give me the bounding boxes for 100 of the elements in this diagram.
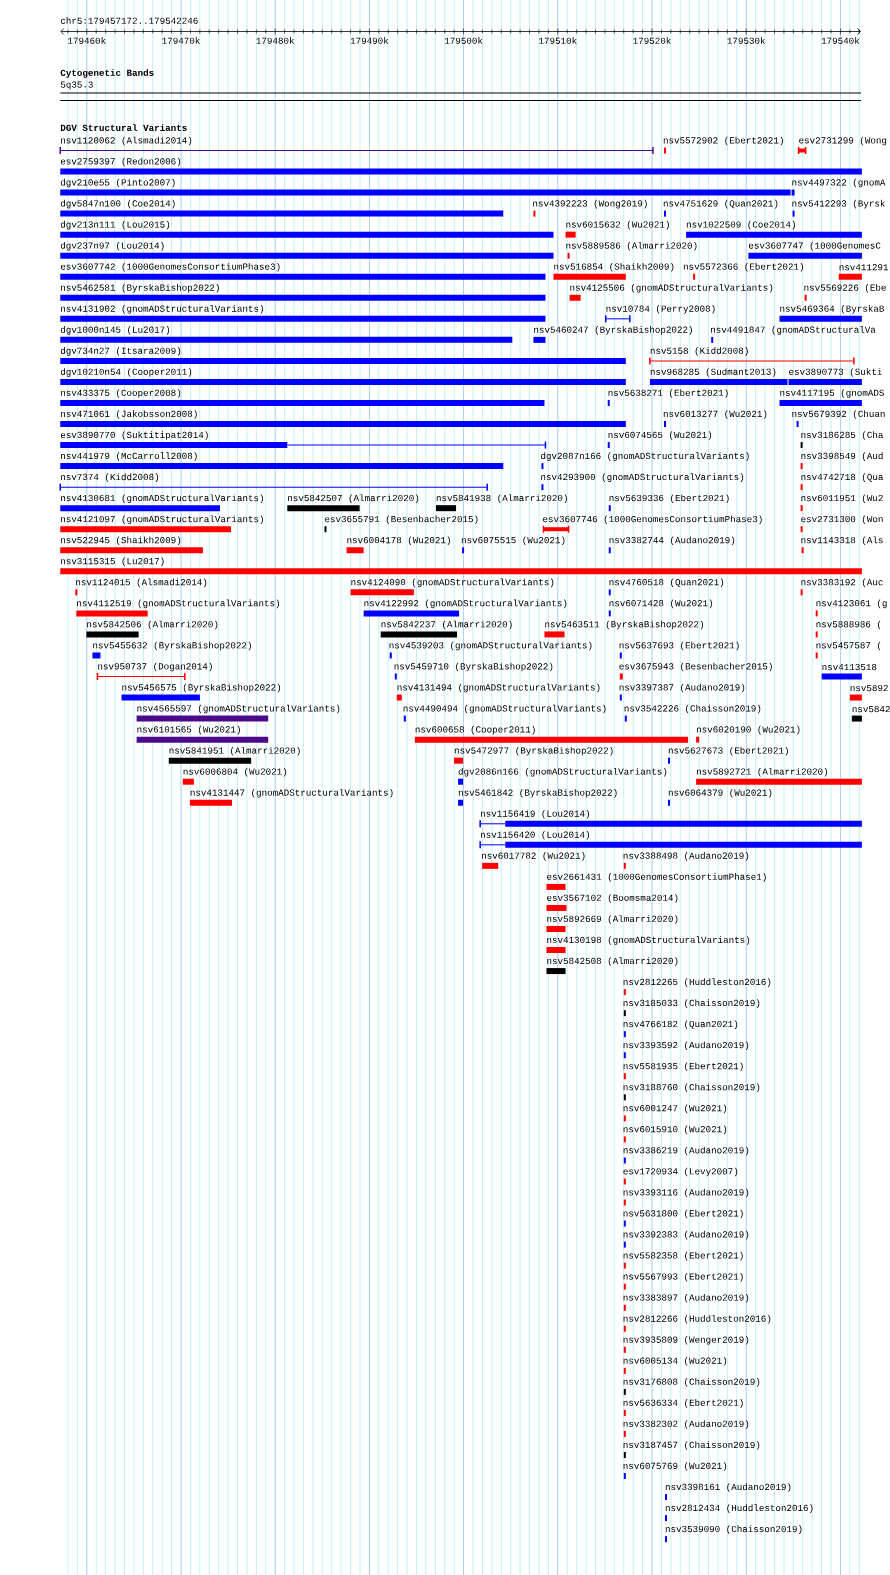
variant-feature: nsv3392383 (Audano2019) — [623, 1230, 749, 1248]
node-label: nsv5631800 (Ebert2021) — [623, 1209, 743, 1219]
variant-feature: nsv5461842 (ByrskaBishop2022) — [458, 788, 617, 806]
node-label: esv3655791 (Besenbacher2015) — [325, 515, 478, 525]
variant-feature: nsv3187457 (Chaisson2019) — [623, 1441, 760, 1458]
node-label: nsv433375 (Cooper2008) — [61, 389, 181, 398]
node-label: nsv5412293 (Byrsk — [792, 199, 885, 209]
node-label: nsv4497322 (gnomA — [792, 178, 886, 188]
variant-feature: nsv5457587 ( — [815, 641, 881, 659]
node-label: nsv4293900 (gnomADStructuralVariants) — [541, 473, 744, 482]
variant-feature: nsv3185033 (Chaisson2019) — [623, 999, 760, 1017]
variant-feature: nsv5582358 (Ebert2021) — [623, 1251, 743, 1269]
variant-feature: dgv2086n166 (gnomADStructuralVariants) — [458, 767, 667, 785]
node-label: nsv6005134 (Wu2021) — [623, 1357, 727, 1366]
node-label: nsv5456575 (ByrskaBishop2022) — [122, 683, 281, 693]
node-label: nsv5888986 ( — [816, 620, 881, 630]
variant-feature: nsv4131494 (gnomADStructuralVariants) — [396, 683, 600, 701]
variant-feature: nsv5412293 (Byrsk — [792, 199, 885, 217]
variant-feature: nsv4760518 (Quan2021) — [608, 578, 724, 596]
variant-feature: nsv7374 (Kidd2008) — [59, 473, 488, 492]
variant-feature: nsv5892 — [849, 684, 888, 701]
variant-feature: nsv4539203 (gnomADStructuralVariants) — [389, 641, 592, 659]
variant-feature: nsv5572902 (Ebert2021) — [663, 136, 783, 154]
node-label: nsv3539090 (Chaisson2019) — [665, 1525, 802, 1534]
variant-feature: esv3655791 (Besenbacher2015) — [324, 515, 478, 533]
variant-feature: esv3607746 (1000GenomesConsortiumPhase3) — [542, 515, 762, 534]
node-label: nsv5679392 (Chuan — [792, 410, 885, 419]
node-label: nsv5572902 (Ebert2021) — [663, 136, 783, 146]
node-label: nsv5842507 (Almarri2020) — [288, 494, 419, 503]
node-label: nsv5842 — [852, 705, 890, 713]
node-label: nsv4392223 (Wong2019) — [533, 199, 647, 209]
variant-feature: nsv5460247 (ByrskaBishop2022) — [533, 326, 692, 343]
variant-feature: nsv4130681 (gnomADStructuralVariants) — [60, 494, 263, 512]
variant-feature: nsv4125506 (gnomADStructuralVariants) — [569, 284, 773, 301]
variant-feature: nsv4491847 (gnomADStructuralVa — [711, 326, 876, 343]
node-label: nsv2812265 (Huddleston2016) — [623, 978, 771, 987]
variant-feature: nsv4112519 (gnomADStructuralVariants) — [76, 599, 280, 617]
node-label: esv3890773 (Sukti — [789, 368, 882, 377]
variant-feature: esv2661431 (1000GenomesConsortiumPhase1) — [546, 873, 766, 890]
variant-feature: nsv6006804 (Wu2021) — [182, 767, 287, 785]
variant-feature: nsv3188760 (Chaisson2019) — [623, 1083, 760, 1101]
variant-feature: nsv5841938 (Almarri2020) — [435, 494, 567, 512]
variant-feature: nsv5581935 (Ebert2021) — [623, 1062, 743, 1080]
node-label: nsv5842237 (Almarri2020) — [381, 620, 512, 630]
node-label: nsv1156420 (Lou2014) — [480, 831, 590, 840]
variant-feature: nsv4117195 (gnomADS — [779, 389, 884, 406]
variant-feature: nsv6101565 (Wu2021) — [136, 725, 269, 743]
tick-label: 179490k — [350, 37, 389, 44]
node-label: nsv6001247 (Wu2021) — [623, 1104, 727, 1114]
node-label: nsv6015910 (Wu2021) — [623, 1125, 727, 1135]
variant-feature: nsv411291 — [838, 264, 888, 280]
variant-feature: nsv6071428 (Wu2021) — [608, 599, 713, 617]
node-label: nsv4131447 (gnomADStructuralVariants) — [190, 788, 393, 798]
node-label: nsv6004178 (Wu2021) — [347, 536, 450, 546]
variant-feature: nsv4742718 (Qua — [800, 473, 884, 491]
node-label: esv3607746 (1000GenomesConsortiumPhase3) — [543, 515, 762, 525]
node-label: nsv5841951 (Almarri2020) — [169, 746, 300, 756]
node-label: nsv6074565 (Wu2021) — [608, 431, 712, 440]
variant-feature: nsv5637693 (Ebert2021) — [619, 641, 739, 659]
tick-label: 179500k — [444, 37, 483, 44]
node-label: nsv5892721 (Almarri2020) — [696, 767, 828, 777]
node-label: nsv5889586 (Almarri2020) — [566, 241, 697, 251]
node-label: nsv1156419 (Lou2014) — [480, 810, 590, 819]
node-label: nsv5892669 (Almarri2020) — [547, 915, 678, 924]
node-label: nsv4131902 (gnomADStructuralVariants) — [61, 305, 263, 314]
variant-feature: esv3607742 (1000GenomesConsortiumPhase3) — [60, 262, 546, 280]
node-label: nsv6064379 (Wu2021) — [668, 788, 772, 798]
node-label: nsv5460247 (ByrskaBishop2022) — [534, 326, 692, 335]
variant-feature: nsv522945 (Shaikh2009) — [60, 536, 203, 554]
variant-feature: nsv1156419 (Lou2014) — [479, 810, 862, 829]
variant-feature: esv2731299 (Wong — [797, 136, 887, 155]
node-label: nsv3185033 (Chaisson2019) — [623, 999, 760, 1008]
node-label: nsv4121097 (gnomADStructuralVariants) — [61, 515, 263, 525]
variant-feature: dgv237n97 (Lou2014) — [60, 241, 554, 259]
node-label: esv3675943 (Besenbacher2015) — [619, 662, 772, 672]
variant-feature: nsv6017782 (Wu2021) — [481, 852, 585, 869]
variant-feature: esv3890770 (Suktitipat2014) — [60, 431, 547, 450]
node-label: nsv5461842 (ByrskaBishop2022) — [458, 788, 617, 798]
variant-feature: nsv3382744 (Audano2019) — [608, 536, 735, 554]
variant-feature: nsv6064379 (Wu2021) — [668, 788, 772, 806]
variant-feature: nsv3388498 (Audano2019) — [623, 852, 749, 869]
node-label: nsv441979 (McCarroll2008) — [61, 452, 197, 461]
node-label: nsv4565597 (gnomADStructuralVariants) — [137, 704, 340, 714]
variant-feature: nsv6001247 (Wu2021) — [623, 1104, 727, 1122]
tick-label: 179470k — [162, 37, 200, 44]
variant-feature: nsv3398161 (Audano2019) — [665, 1483, 791, 1501]
variant-feature: nsv5459710 (ByrskaBishop2022) — [394, 662, 553, 680]
node-label: nsv4122992 (gnomADStructuralVariants) — [364, 599, 567, 609]
variant-feature: nsv4113518 — [821, 663, 877, 680]
variant-feature: esv3567102 (Boomsma2014) — [546, 894, 678, 911]
variant-feature: nsv5639336 (Ebert2021) — [608, 494, 729, 512]
variant-feature: esv3607747 (1000GenomesC — [748, 241, 881, 259]
node-label: dgv1000n145 (Lu2017) — [60, 326, 170, 335]
node-label: nsv4490494 (gnomADStructuralVariants) — [403, 704, 606, 714]
node-label: esv3890770 (Suktitipat2014) — [60, 431, 208, 440]
variant-feature: nsv4131447 (gnomADStructuralVariants) — [189, 788, 393, 806]
node-label: nsv1022509 (Coe2014) — [686, 220, 795, 230]
node-label: nsv6101565 (Wu2021) — [137, 725, 240, 735]
variant-feature: nsv950737 (Dogan2014) — [96, 662, 212, 681]
node-label: nsv5472977 (ByrskaBishop2022) — [454, 746, 613, 756]
